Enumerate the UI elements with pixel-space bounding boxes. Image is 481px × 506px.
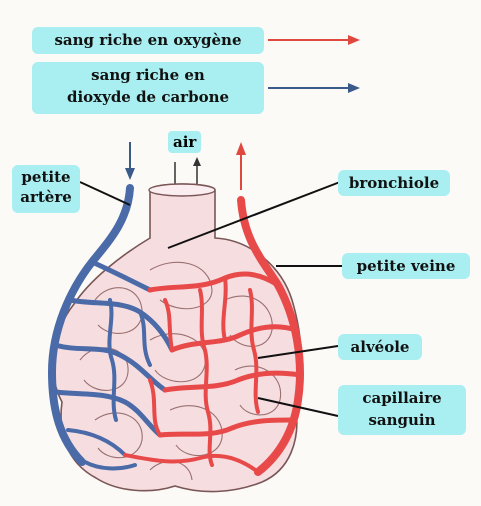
air-label: air xyxy=(168,131,201,153)
petite-artere-line2: artère xyxy=(18,187,74,207)
vein-outflow-arrow xyxy=(236,142,246,190)
artery-inflow-arrow xyxy=(125,142,135,180)
legend-co2-line1: sang riche en xyxy=(38,64,258,86)
pointer-artere xyxy=(80,182,130,205)
legend-oxygen-arrow xyxy=(268,35,360,45)
capillaire-sanguin-label: capillaire sanguin xyxy=(338,385,466,435)
legend-co2-label: sang riche en dioxyde de carbone xyxy=(32,62,264,114)
alveolar-sac xyxy=(53,184,302,492)
petite-artere-label: petite artère xyxy=(12,165,80,213)
legend-oxygen-label: sang riche en oxygène xyxy=(32,27,264,54)
bronchiole-label: bronchiole xyxy=(338,170,450,196)
legend-co2-line2: dioxyde de carbone xyxy=(38,86,258,108)
petite-veine-label: petite veine xyxy=(342,253,470,279)
petite-artere-line1: petite xyxy=(18,167,74,187)
capillaire-line1: capillaire xyxy=(344,387,460,409)
capillaire-line2: sanguin xyxy=(344,409,460,431)
legend-co2-arrow xyxy=(268,83,360,93)
alveole-label: alvéole xyxy=(338,334,422,360)
